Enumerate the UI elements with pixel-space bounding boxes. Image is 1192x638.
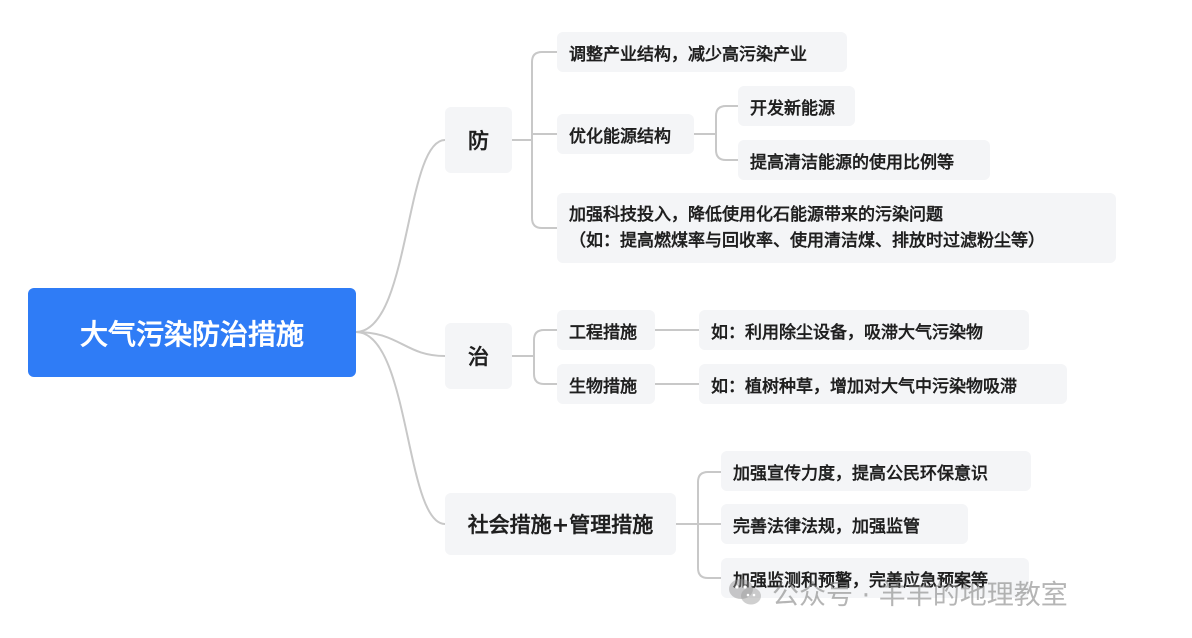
connector-root-shehui xyxy=(355,331,446,525)
branch-fang[interactable]: 防 xyxy=(445,107,512,173)
tech-line-2: （如：提高燃煤率与回收率、使用清洁煤、排放时过滤粉尘等） xyxy=(569,231,1045,251)
topic-optimize-energy[interactable]: 优化能源结构 xyxy=(557,114,694,154)
wechat-icon xyxy=(729,579,761,605)
connector-shehui-1 xyxy=(697,471,722,525)
connector-root-fang xyxy=(355,139,446,333)
topic-adjust-industry[interactable]: 调整产业结构，减少高污染产业 xyxy=(557,32,847,72)
topic-laws[interactable]: 完善法律法规，加强监管 xyxy=(721,504,968,544)
connector-root-zhi xyxy=(355,331,446,357)
connector-shehui-3 xyxy=(697,523,722,579)
topic-publicity[interactable]: 加强宣传力度，提高公民环保意识 xyxy=(721,451,1031,491)
connector-fang-3 xyxy=(531,139,558,229)
branch-zhi[interactable]: 治 xyxy=(445,323,512,389)
topic-clean-energy[interactable]: 提高清洁能源的使用比例等 xyxy=(738,140,990,180)
topic-monitoring[interactable]: 加强监测和预警，完善应急预案等 xyxy=(721,558,1029,598)
watermark-text: 公众号 · 羊羊的地理教室 xyxy=(772,579,1068,611)
connector-fang-1 xyxy=(531,51,558,141)
connector-zhi-2 xyxy=(533,355,558,385)
topic-new-energy[interactable]: 开发新能源 xyxy=(738,86,855,126)
tech-line-1: 加强科技投入，降低使用化石能源带来的污染问题 xyxy=(569,205,943,225)
topic-engineering-example[interactable]: 如：利用除尘设备，吸滞大气污染物 xyxy=(699,310,1029,350)
topic-biological[interactable]: 生物措施 xyxy=(557,364,655,404)
root-topic[interactable]: 大气污染防治措施 xyxy=(28,288,356,377)
topic-biological-example[interactable]: 如：植树种草，增加对大气中污染物吸滞 xyxy=(699,364,1067,404)
watermark: 公众号 · 羊羊的地理教室 xyxy=(728,572,1158,612)
topic-tech-investment[interactable]: 加强科技投入，降低使用化石能源带来的污染问题 （如：提高燃煤率与回收率、使用清洁… xyxy=(557,193,1116,263)
connector-energy-1 xyxy=(715,105,739,135)
connector-zhi-1 xyxy=(533,329,558,357)
topic-engineering[interactable]: 工程措施 xyxy=(557,310,655,350)
connector-energy-2 xyxy=(715,133,739,161)
branch-shehui[interactable]: 社会措施+管理措施 xyxy=(445,493,676,555)
